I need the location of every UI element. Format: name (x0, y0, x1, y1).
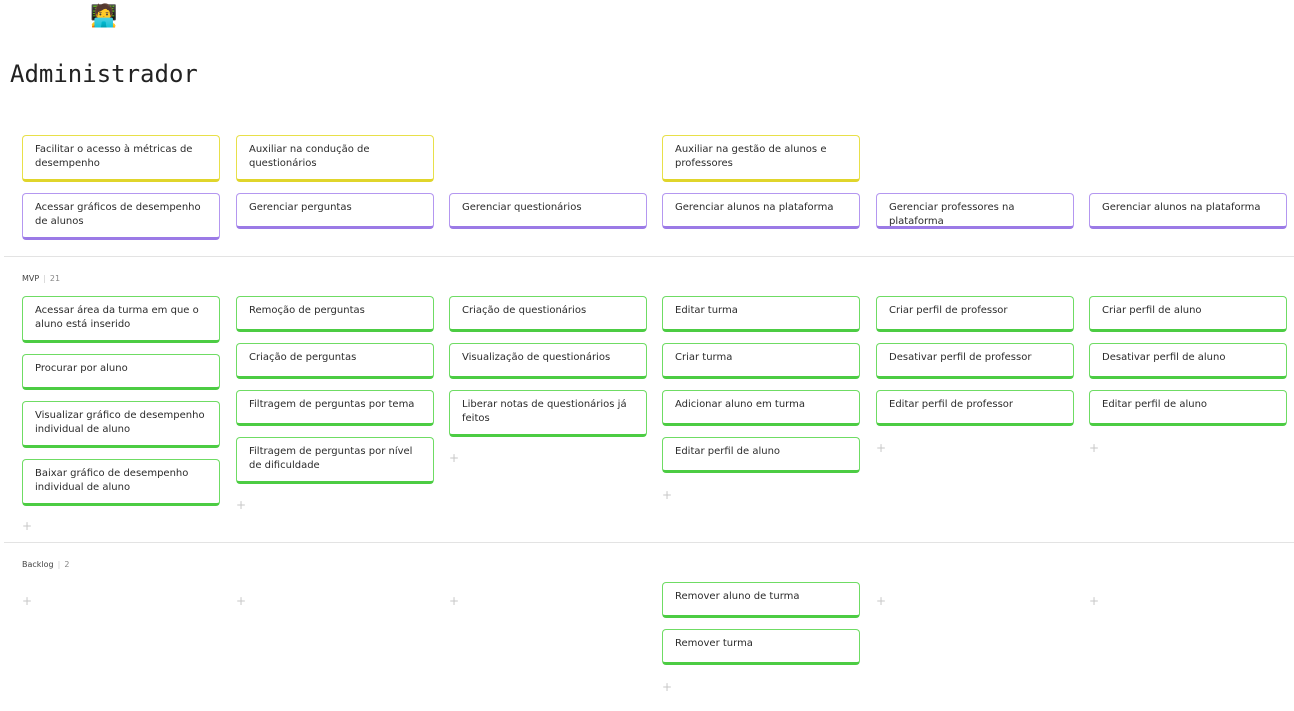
story-card[interactable]: Desativar perfil de aluno (1089, 343, 1287, 379)
story-card[interactable]: Visualização de questionários (449, 343, 647, 379)
story-card[interactable]: Editar perfil de aluno (1089, 390, 1287, 426)
activity-card[interactable]: Gerenciar perguntas (236, 193, 434, 229)
story-card[interactable]: Editar perfil de aluno (662, 437, 860, 473)
story-card[interactable]: Remover turma (662, 629, 860, 665)
story-card[interactable]: Adicionar aluno em turma (662, 390, 860, 426)
story-card[interactable]: Liberar notas de questionários já feitos (449, 390, 647, 437)
activity-card[interactable]: Gerenciar questionários (449, 193, 647, 229)
add-card-button[interactable]: + (22, 519, 33, 533)
separator: | (43, 274, 46, 283)
story-card[interactable]: Acessar área da turma em que o aluno est… (22, 296, 220, 343)
story-card[interactable]: Filtragem de perguntas por nível de difi… (236, 437, 434, 484)
add-card-button[interactable]: + (876, 441, 887, 455)
story-card[interactable]: Filtragem de perguntas por tema (236, 390, 434, 426)
avatar: 🧑‍💻 (90, 4, 118, 29)
release-count: 2 (64, 560, 70, 569)
page-title: Administrador (10, 60, 198, 88)
add-card-button[interactable]: + (236, 594, 247, 608)
story-card[interactable]: Editar turma (662, 296, 860, 332)
divider (4, 542, 1294, 543)
story-card[interactable]: Remoção de perguntas (236, 296, 434, 332)
activity-card[interactable]: Gerenciar professores na plataforma (876, 193, 1074, 229)
add-card-button[interactable]: + (662, 488, 673, 502)
story-card[interactable]: Criação de perguntas (236, 343, 434, 379)
goal-card[interactable]: Auxiliar na gestão de alunos e professor… (662, 135, 860, 182)
add-card-button[interactable]: + (662, 680, 673, 694)
release-name: MVP (22, 274, 40, 283)
release-label-backlog: Backlog|2 (22, 560, 69, 569)
story-card[interactable]: Criar turma (662, 343, 860, 379)
story-card[interactable]: Remover aluno de turma (662, 582, 860, 618)
story-card[interactable]: Desativar perfil de professor (876, 343, 1074, 379)
story-card[interactable]: Baixar gráfico de desempenho individual … (22, 459, 220, 506)
add-card-button[interactable]: + (1089, 594, 1100, 608)
goal-card[interactable]: Facilitar o acesso à métricas de desempe… (22, 135, 220, 182)
story-card[interactable]: Criar perfil de aluno (1089, 296, 1287, 332)
add-card-button[interactable]: + (236, 498, 247, 512)
add-card-button[interactable]: + (876, 594, 887, 608)
activity-card[interactable]: Acessar gráficos de desempenho de alunos (22, 193, 220, 240)
activity-card[interactable]: Gerenciar alunos na plataforma (662, 193, 860, 229)
add-card-button[interactable]: + (449, 451, 460, 465)
story-card[interactable]: Procurar por aluno (22, 354, 220, 390)
story-card[interactable]: Editar perfil de professor (876, 390, 1074, 426)
add-card-button[interactable]: + (449, 594, 460, 608)
release-name: Backlog (22, 560, 54, 569)
goal-card[interactable]: Auxiliar na condução de questionários (236, 135, 434, 182)
story-card[interactable]: Visualizar gráfico de desempenho individ… (22, 401, 220, 448)
release-count: 21 (49, 274, 61, 283)
release-label-mvp: MVP|21 (22, 274, 60, 283)
add-card-button[interactable]: + (1089, 441, 1100, 455)
activity-card[interactable]: Gerenciar alunos na plataforma (1089, 193, 1287, 229)
add-card-button[interactable]: + (22, 594, 33, 608)
separator: | (57, 560, 61, 569)
divider (4, 256, 1294, 257)
story-card[interactable]: Criação de questionários (449, 296, 647, 332)
story-card[interactable]: Criar perfil de professor (876, 296, 1074, 332)
